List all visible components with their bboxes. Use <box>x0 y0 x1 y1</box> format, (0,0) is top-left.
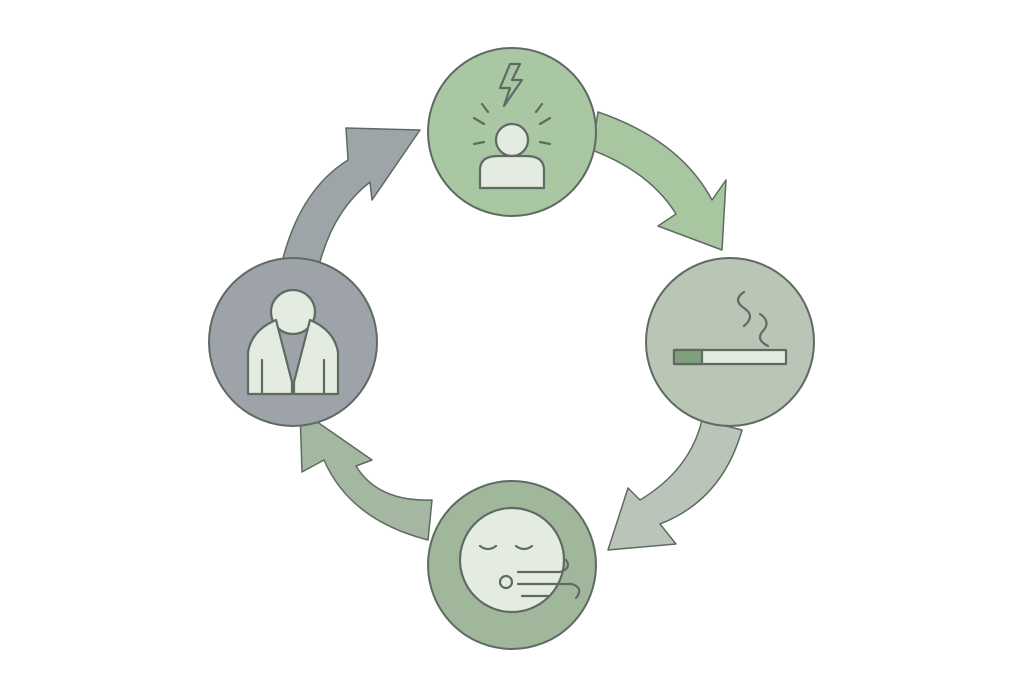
smoking-cigarette-icon <box>672 290 788 366</box>
relieved-face-exhale-icon <box>458 506 581 614</box>
stage-node <box>427 480 597 650</box>
cycle-arrow <box>281 127 421 263</box>
stage-node <box>427 47 597 217</box>
person-covering-face-icon <box>246 288 340 396</box>
cycle-arrow <box>607 419 743 551</box>
cycle-arrow <box>591 111 727 251</box>
stressed-person-lightning-icon <box>472 62 552 190</box>
cycle-arrow <box>299 409 433 541</box>
stage-node <box>208 257 378 427</box>
stage-node <box>645 257 815 427</box>
